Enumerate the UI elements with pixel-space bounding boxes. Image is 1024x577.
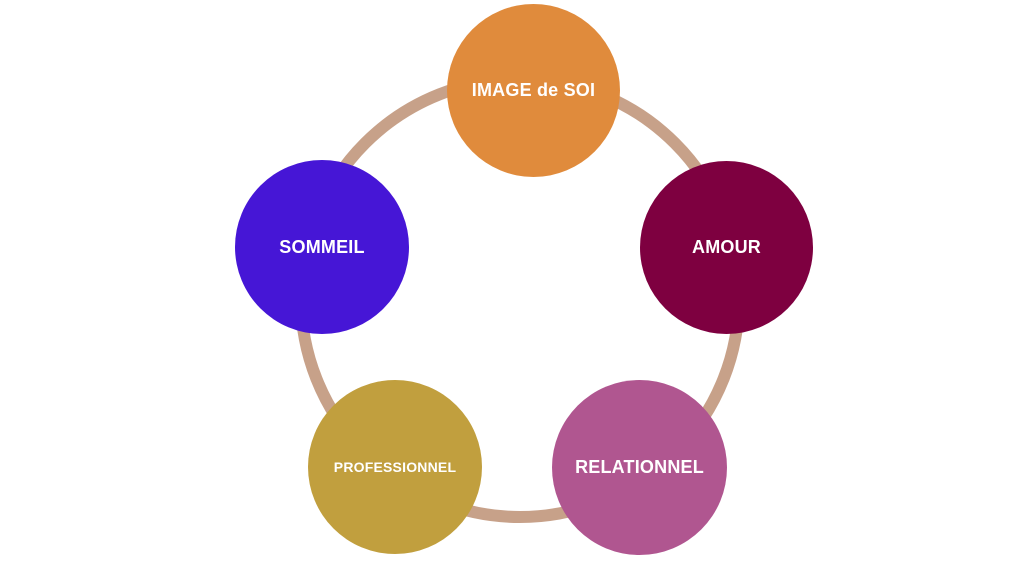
node-relationnel: RELATIONNEL	[552, 380, 727, 555]
node-label-sommeil: SOMMEIL	[279, 236, 365, 257]
node-label-image-de-soi: IMAGE de SOI	[471, 80, 596, 100]
node-label-relationnel: RELATIONNEL	[575, 457, 704, 477]
node-label-professionnel: PROFESSIONNEL	[333, 459, 457, 475]
node-image-de-soi: IMAGE de SOI	[447, 4, 620, 177]
node-amour: AMOUR	[640, 161, 813, 334]
node-professionnel: PROFESSIONNEL	[308, 380, 482, 554]
node-sommeil: SOMMEIL	[235, 160, 409, 334]
node-label-amour: AMOUR	[692, 237, 761, 257]
